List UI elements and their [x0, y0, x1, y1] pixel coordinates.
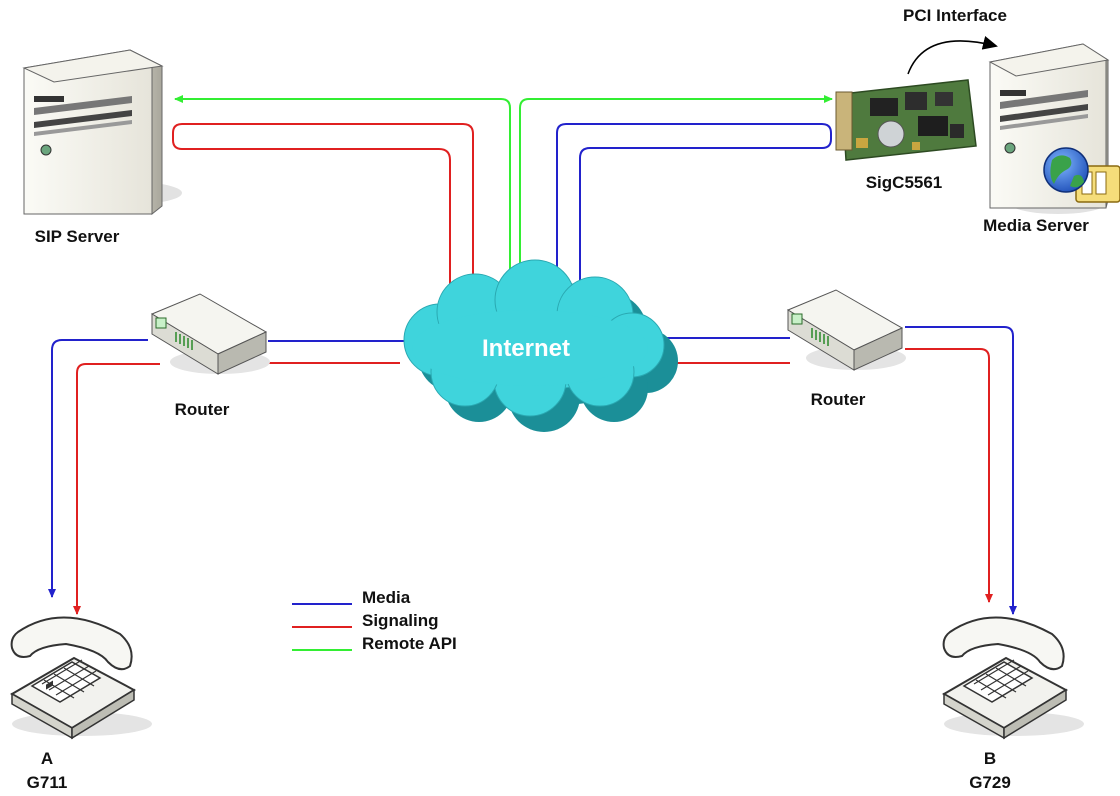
- media-globe-icon: [1043, 147, 1120, 203]
- card-label: SigC5561: [866, 173, 943, 192]
- remote-api-line-card: [519, 95, 833, 280]
- pci-interface-label: PCI Interface: [903, 6, 1007, 25]
- legend-label-media: Media: [362, 588, 411, 607]
- pci-interface-arrow: [907, 36, 998, 75]
- media-line-phone-a: [48, 339, 148, 598]
- legend-label-signaling: Signaling: [362, 611, 439, 630]
- media-server-label: Media Server: [983, 216, 1089, 235]
- internet-cloud-icon: [403, 259, 678, 432]
- legend: Media Signaling Remote API: [292, 588, 457, 653]
- router-left-icon: [150, 293, 270, 375]
- legend-label-remote-api: Remote API: [362, 634, 457, 653]
- sigc5561-card-icon: [835, 79, 977, 161]
- router-right-label: Router: [811, 390, 866, 409]
- internet-label: Internet: [482, 335, 570, 362]
- phone-b-icon: [941, 616, 1084, 740]
- phone-b-name-label: B: [984, 749, 996, 768]
- signaling-line-phone-b: [905, 348, 993, 603]
- signaling-line-sip: [172, 123, 474, 300]
- media-line-card: [556, 123, 832, 295]
- signaling-line-phone-a: [73, 363, 160, 615]
- phone-a-codec-label: G711: [27, 773, 68, 792]
- router-left-label: Router: [175, 400, 230, 419]
- phone-a-icon: [9, 616, 152, 740]
- sip-server-label: SIP Server: [35, 227, 120, 246]
- remote-api-line-sip: [174, 95, 511, 280]
- media-line-phone-b: [905, 326, 1017, 615]
- router-right-icon: [786, 289, 906, 371]
- connection-lines: [48, 36, 1017, 615]
- phone-a-name-label: A: [41, 749, 53, 768]
- sip-server-icon: [22, 49, 182, 216]
- phone-b-codec-label: G729: [969, 773, 1011, 792]
